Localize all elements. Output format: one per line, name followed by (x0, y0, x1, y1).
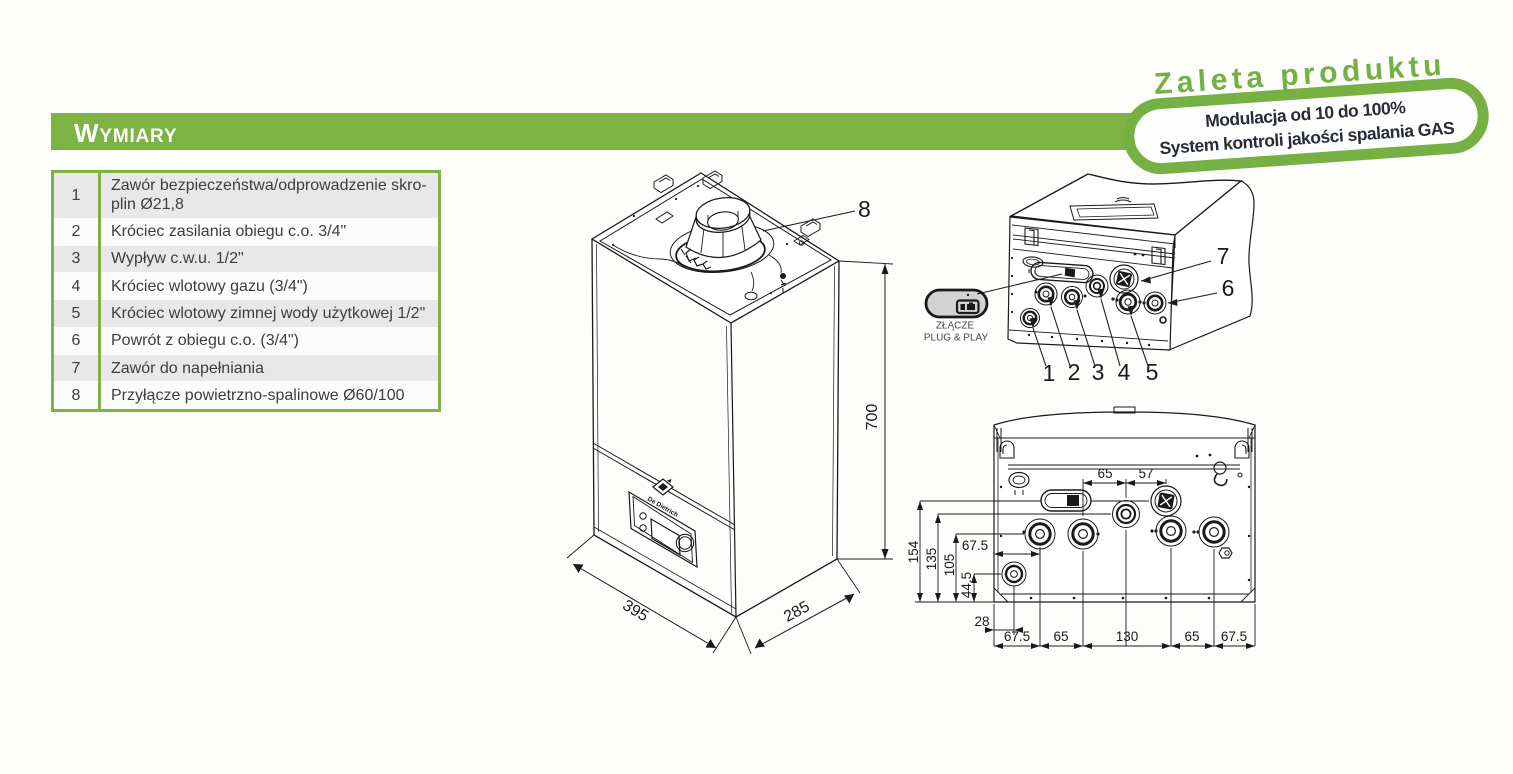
svg-text:57: 57 (1138, 466, 1153, 481)
svg-text:5: 5 (1146, 359, 1159, 385)
svg-text:1: 1 (1043, 360, 1056, 386)
svg-text:700: 700 (864, 404, 881, 431)
svg-text:67.5: 67.5 (962, 538, 988, 553)
svg-text:44.5: 44.5 (959, 572, 974, 598)
svg-text:6: 6 (1222, 275, 1235, 301)
svg-text:ZŁĄCZE: ZŁĄCZE (936, 321, 975, 332)
svg-text:65: 65 (1053, 629, 1068, 644)
svg-text:2: 2 (1068, 359, 1081, 385)
svg-text:395: 395 (619, 597, 651, 625)
svg-text:67.5: 67.5 (1221, 629, 1247, 644)
svg-text:PLUG & PLAY: PLUG & PLAY (924, 333, 989, 344)
svg-text:105: 105 (942, 554, 957, 577)
svg-text:65: 65 (1184, 629, 1199, 644)
svg-text:65: 65 (1097, 466, 1112, 481)
svg-text:3: 3 (1092, 359, 1105, 385)
svg-text:154: 154 (906, 540, 921, 563)
svg-text:130: 130 (1116, 629, 1139, 644)
svg-text:135: 135 (924, 548, 939, 571)
svg-text:4: 4 (1118, 359, 1131, 385)
svg-text:7: 7 (1217, 243, 1230, 269)
svg-text:28: 28 (974, 614, 989, 629)
svg-text:8: 8 (858, 196, 871, 222)
svg-text:285: 285 (781, 598, 813, 626)
svg-text:67.5: 67.5 (1004, 629, 1030, 644)
